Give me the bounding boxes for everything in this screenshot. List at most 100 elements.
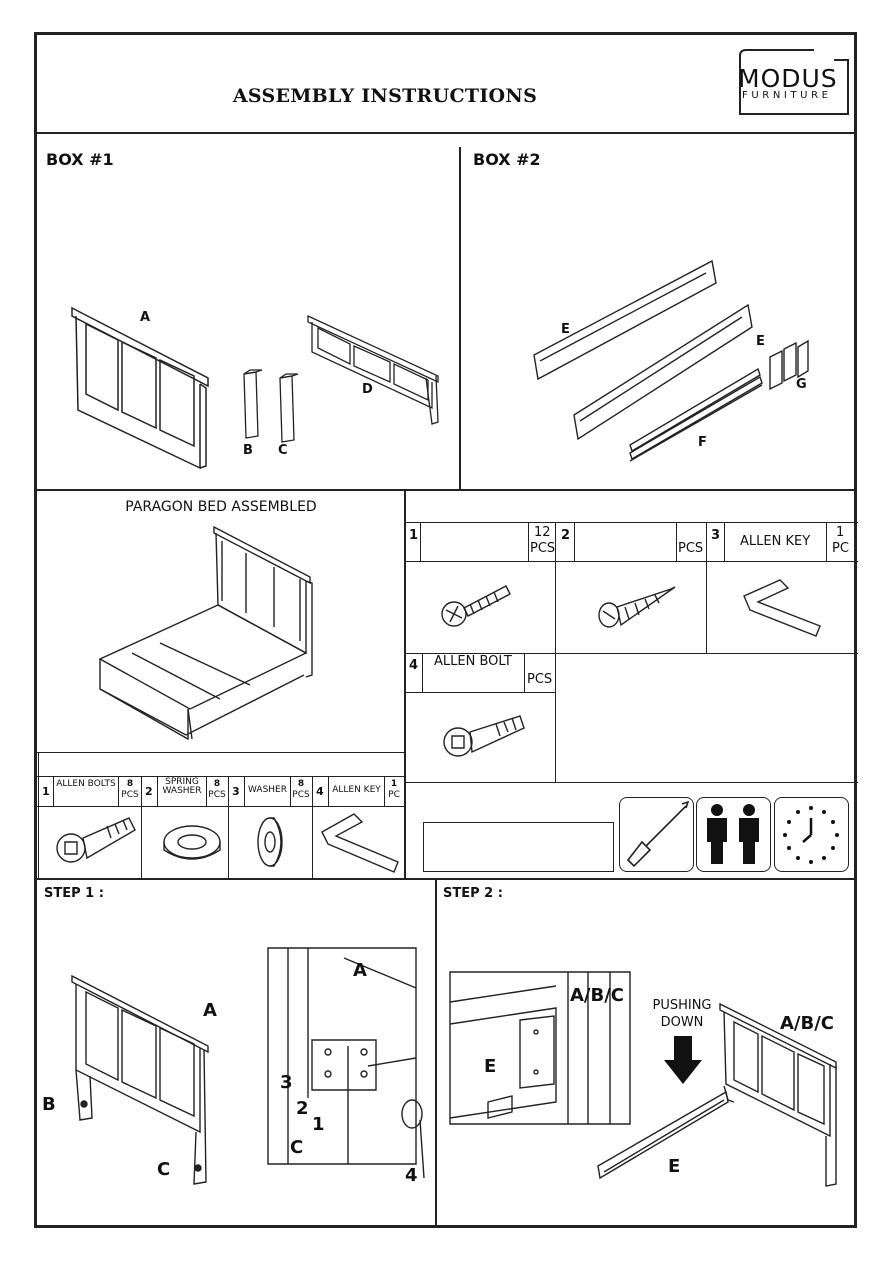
cell-divider bbox=[36, 752, 406, 753]
part-label-d: D bbox=[362, 382, 373, 397]
part-label-g: G bbox=[796, 377, 807, 392]
screwdriver-icon bbox=[619, 797, 694, 872]
hardware-header-row bbox=[406, 522, 858, 562]
cell-divider bbox=[406, 692, 556, 693]
cell-divider bbox=[141, 776, 142, 878]
cell-divider bbox=[574, 522, 575, 562]
box1-label: BOX #1 bbox=[46, 150, 114, 169]
cell-divider bbox=[524, 654, 525, 692]
hw-bot-1-no: 1 bbox=[42, 785, 50, 798]
hw-bot-2-qty: 8 bbox=[213, 779, 221, 789]
hw-top-1-qty: 12 bbox=[534, 525, 551, 540]
step1-headboard-drawing bbox=[71, 974, 209, 1185]
step2-callout-abc: A/B/C bbox=[780, 1013, 835, 1034]
hw-bot-4-unit: PC bbox=[388, 790, 400, 800]
hw-bot-2-unit: PCS bbox=[208, 790, 226, 800]
logo-sub-text: FURNITURE bbox=[742, 90, 832, 101]
cell-divider bbox=[528, 522, 529, 562]
cell-divider bbox=[406, 782, 858, 783]
cell-divider bbox=[312, 776, 313, 878]
step1-callout-3: 3 bbox=[280, 1072, 293, 1093]
hw-top-2-no: 2 bbox=[561, 528, 571, 543]
step1-detail-drawing bbox=[267, 947, 425, 1179]
cell-divider bbox=[244, 776, 245, 806]
cell-divider bbox=[422, 654, 423, 692]
cell-divider bbox=[406, 653, 858, 654]
hw-top-3-no: 3 bbox=[711, 528, 721, 543]
part-label-b: B bbox=[243, 443, 253, 458]
screw-icon bbox=[441, 585, 511, 627]
step2-label: STEP 2 : bbox=[443, 886, 503, 901]
step2-detail-drawing bbox=[449, 971, 631, 1125]
hw-top-1-no: 1 bbox=[409, 528, 419, 543]
down-label: DOWN bbox=[660, 1015, 704, 1030]
part-label-c: C bbox=[278, 443, 288, 458]
hw-bot-3-unit: PCS bbox=[292, 790, 310, 800]
step1-callout-2: 2 bbox=[296, 1098, 309, 1119]
hw-bot-2-name1: SPRING bbox=[165, 777, 199, 787]
cell-divider bbox=[53, 776, 54, 806]
step1-callout-4: 4 bbox=[405, 1165, 418, 1186]
allen-bolt-icon bbox=[56, 817, 136, 863]
part-label-e1: E bbox=[561, 322, 570, 337]
modus-logo: MODUS FURNITURE bbox=[738, 48, 850, 116]
cell-divider bbox=[724, 522, 725, 562]
spring-washer-icon bbox=[163, 825, 221, 860]
cell-divider bbox=[36, 776, 406, 777]
step2-callout-e: E bbox=[668, 1156, 681, 1177]
divider bbox=[34, 132, 857, 134]
washer-icon bbox=[257, 817, 283, 867]
two-people-icon bbox=[696, 797, 771, 872]
hw-top-3-name: ALLEN KEY bbox=[740, 534, 811, 549]
hw-top-4-unit: PCS bbox=[527, 672, 553, 687]
divider bbox=[404, 489, 406, 879]
cell-divider bbox=[157, 776, 158, 806]
box2-label: BOX #2 bbox=[473, 150, 541, 169]
step1-callout-c-detail: C bbox=[290, 1137, 304, 1158]
cell-divider bbox=[38, 752, 39, 878]
hw-bot-1-qty: 8 bbox=[126, 779, 134, 789]
hw-top-3-qty: 1 bbox=[836, 525, 845, 540]
cell-divider bbox=[206, 776, 207, 806]
hw-top-4-name: ALLEN BOLT bbox=[434, 654, 512, 669]
divider bbox=[34, 878, 857, 880]
hw-bot-3-no: 3 bbox=[232, 785, 240, 798]
part-label-a: A bbox=[140, 310, 151, 325]
allen-bolt-icon bbox=[443, 715, 525, 757]
hw-top-4-no: 4 bbox=[409, 658, 419, 673]
hw-bot-3-name: WASHER bbox=[248, 785, 287, 795]
step2-assembly-drawing bbox=[597, 1002, 837, 1187]
clock-icon bbox=[774, 797, 849, 872]
hw-bot-4-no: 4 bbox=[316, 785, 324, 798]
step2-callout-abc-detail: A/B/C bbox=[570, 985, 625, 1006]
hw-top-1-unit: PCS bbox=[530, 541, 556, 556]
arrow-down-icon bbox=[664, 1036, 702, 1084]
assembled-bed-drawing bbox=[98, 525, 313, 741]
hw-bot-2-name2: WASHER bbox=[162, 786, 202, 796]
cell-divider bbox=[826, 522, 827, 562]
hw-bot-4-qty: 1 bbox=[390, 779, 398, 789]
step1-callout-a-detail: A bbox=[353, 960, 367, 981]
pushing-label: PUSHING bbox=[652, 998, 712, 1013]
hw-bot-1-name: ALLEN BOLTS bbox=[56, 779, 116, 789]
hw-bot-3-qty: 8 bbox=[297, 779, 305, 789]
hw-top-2-unit: PCS bbox=[678, 541, 704, 556]
step1-callout-1: 1 bbox=[312, 1114, 325, 1135]
cell-divider bbox=[36, 806, 406, 807]
step1-label: STEP 1 : bbox=[44, 886, 104, 901]
wood-screw-icon bbox=[598, 586, 676, 628]
cell-divider bbox=[290, 776, 291, 806]
cell-divider bbox=[676, 522, 677, 562]
step1-callout-c: C bbox=[157, 1159, 171, 1180]
page-title: ASSEMBLY INSTRUCTIONS bbox=[232, 85, 538, 107]
hw-bot-2-no: 2 bbox=[145, 785, 153, 798]
cell-divider bbox=[118, 776, 119, 806]
cell-divider bbox=[328, 776, 329, 806]
divider bbox=[459, 147, 461, 490]
divider bbox=[34, 489, 857, 491]
divider bbox=[435, 878, 437, 1228]
step1-callout-b: B bbox=[42, 1094, 56, 1115]
hw-bot-4-name: ALLEN KEY bbox=[332, 785, 381, 795]
hw-bot-1-unit: PCS bbox=[121, 790, 139, 800]
page-frame bbox=[34, 32, 857, 1228]
